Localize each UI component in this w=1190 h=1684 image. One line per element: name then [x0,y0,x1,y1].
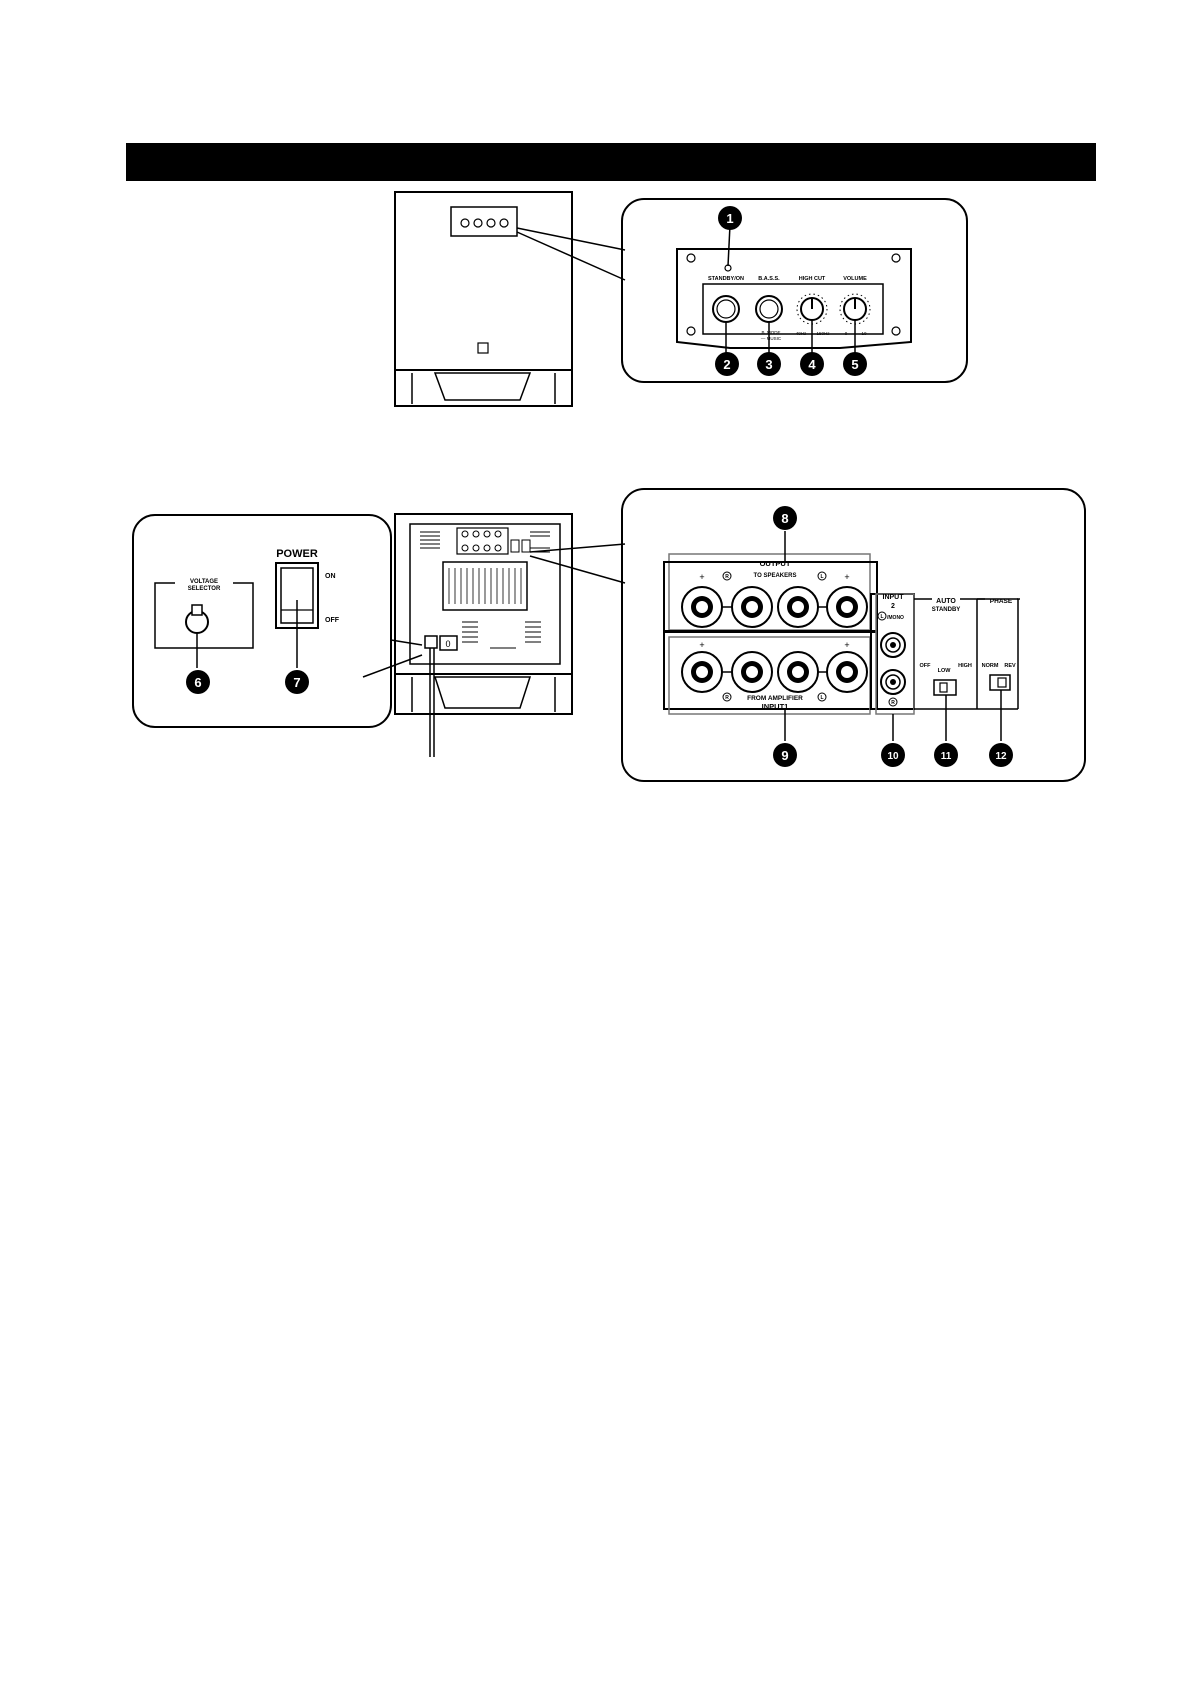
svg-text:5: 5 [851,357,858,372]
output-terminal[interactable] [777,586,819,628]
label-high-cut-max: 150Hz [816,331,830,336]
callout-6: 6 [186,670,210,694]
front-feet [394,369,573,407]
input1-terminal[interactable] [826,651,868,693]
label-input-plus-l: + [844,640,849,650]
rear-feet [394,673,573,715]
label-auto-high: HIGH [958,663,972,669]
output-terminal[interactable] [826,586,868,628]
subwoofer-rear-body [394,513,573,675]
label-bass-mode: B. MODE [761,330,780,335]
callout-9: 9 [773,743,797,767]
label-bass: B.A.S.S. [758,276,780,282]
label-input-plus-r: + [699,640,704,650]
label-output-plus-l: + [844,572,849,582]
rear-connector-block [456,527,509,555]
svg-text:7: 7 [293,675,300,690]
auto-standby-group: AUTO STANDBY OFF LOW HIGH [914,598,1018,741]
label-voltage: VOLTAGE [190,579,218,585]
label-input2-r: R [891,700,895,706]
callout-5: 5 [843,352,867,376]
output-terminal[interactable] [731,586,773,628]
label-input2-l: L [880,614,883,620]
svg-text:8: 8 [781,511,788,526]
label-selector: SELECTOR [188,586,221,592]
label-phase-norm: NORM [982,663,999,669]
input2-group: INPUT 2 L /MONO R [870,593,915,715]
label-power-on: ON [325,573,336,580]
logo-mark [477,342,489,354]
label-input1: INPUT1 [762,702,789,711]
svg-text:1: 1 [726,211,733,226]
front-view [394,191,626,407]
heat-sink [442,561,528,611]
callout-1: 1 [718,206,742,230]
svg-text:9: 9 [781,748,788,763]
callout-2: 2 [715,352,739,376]
svg-text:12: 12 [995,751,1007,762]
label-from-amplifier: FROM AMPLIFIER [747,695,803,702]
input1-group: + + R L FROM AMPLIFIER INPUT1 [663,631,878,715]
svg-text:10: 10 [887,751,899,762]
label-output-plus-r: + [699,572,704,582]
rear-view: 0 [394,513,626,757]
output-terminal[interactable] [681,586,723,628]
callout-3: 3 [757,352,781,376]
callout-12: 12 [989,743,1013,767]
input2-jack-r[interactable] [880,669,906,695]
rear-right-panel-zoom: OUTPUT TO SPEAKERS + + R L + + [621,488,1086,782]
label-standby: STANDBY [932,607,961,613]
label-volume-max: 10 [861,331,867,336]
label-mono: /MONO [887,615,904,621]
label-output-r: R [725,574,729,580]
svg-text:11: 11 [941,751,952,762]
label-output: OUTPUT [760,559,791,568]
section-header-bar [126,143,1096,181]
callout-4: 4 [800,352,824,376]
svg-text:6: 6 [194,675,201,690]
label-auto-low: LOW [938,668,952,674]
rear-power-plug-label: 0 [445,639,450,649]
label-auto-off: OFF [920,663,932,669]
label-auto: AUTO [936,598,956,605]
input1-terminal[interactable] [777,651,819,693]
phase-group: PHASE NORM REV [977,598,1020,741]
label-input2: INPUT [883,594,905,601]
label-bass-music: — MUSIC [761,336,782,341]
label-input-r: R [725,695,729,701]
label-phase: PHASE [990,598,1013,605]
label-phase-rev: REV [1004,663,1016,669]
front-mini-panel [450,206,518,237]
callout-11: 11 [934,743,958,767]
input2-jack-l[interactable] [880,632,906,658]
callout-7: 7 [285,670,309,694]
label-to-speakers: TO SPEAKERS [754,573,797,579]
voltage-selector[interactable] [185,604,209,634]
front-control-panel-zoom: STANDBY/ON B.A.S.S. HIGH CUT VOLUME B. M… [621,198,968,383]
input1-terminal[interactable] [681,651,723,693]
svg-text:2: 2 [723,357,730,372]
callout-10: 10 [881,743,905,767]
svg-text:4: 4 [808,357,816,372]
label-input2-number: 2 [891,603,895,610]
svg-text:3: 3 [765,357,772,372]
output-group: OUTPUT TO SPEAKERS + + R L [663,553,878,632]
label-standby-on: STANDBY/ON [708,276,744,282]
callout-8: 8 [773,506,797,530]
label-volume: VOLUME [843,276,867,282]
subwoofer-front-body [394,191,573,407]
label-high-cut-min: 40Hz [796,331,807,336]
rear-left-panel-zoom: VOLTAGE SELECTOR POWER ON OFF [132,514,423,728]
label-output-l: L [820,574,823,580]
label-high-cut: HIGH CUT [799,276,826,282]
label-power: POWER [276,548,318,560]
label-power-off: OFF [325,617,340,624]
label-input-l: L [820,695,823,701]
label-volume-min: 0 [845,331,848,336]
input1-terminal[interactable] [731,651,773,693]
